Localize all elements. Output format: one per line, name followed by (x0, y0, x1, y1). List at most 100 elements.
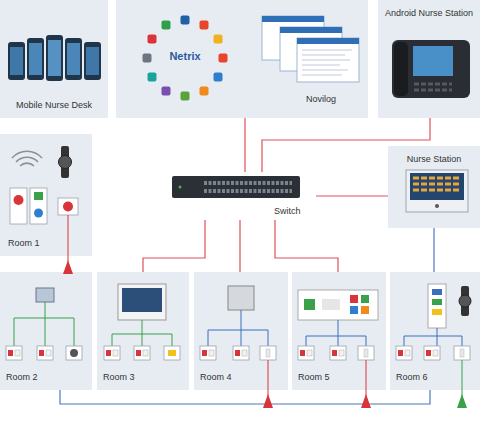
panel-box: Room 2 (0, 272, 92, 390)
call-unit (58, 198, 78, 215)
phone-screen (48, 40, 61, 76)
room4-devices (200, 286, 276, 408)
room-controller (36, 288, 54, 302)
panel-box: Room 5 (292, 272, 386, 390)
watch-face (59, 156, 72, 169)
call-unit (424, 346, 440, 360)
android-phone (392, 40, 470, 98)
terminal-button (435, 204, 439, 208)
station-key (432, 299, 442, 305)
room-wiring (306, 320, 366, 346)
watch-strap (61, 146, 69, 178)
call-unit (358, 346, 374, 360)
station-key (432, 309, 442, 315)
network-cable (60, 390, 430, 404)
call-unit (396, 346, 412, 360)
phone-body (84, 42, 101, 80)
node-title: Room 5 (298, 372, 358, 383)
network-cable (143, 220, 205, 272)
panel-speaker (322, 299, 340, 310)
call-unit (30, 188, 47, 224)
room6-devices (396, 284, 471, 408)
call-unit (233, 346, 249, 360)
call-button (168, 350, 176, 356)
panel-box: Room 3 (97, 272, 189, 390)
pear-pendant (457, 394, 467, 408)
module-icon (200, 21, 209, 30)
network-cable (433, 228, 434, 272)
panel-box: Android Nurse Station (378, 0, 480, 118)
module-icon (148, 73, 157, 82)
call-unit (6, 346, 22, 360)
screenshot-header (262, 16, 324, 22)
room-terminal-screen (122, 288, 162, 312)
software-screenshots (262, 16, 359, 82)
node-title: Room 3 (103, 372, 163, 383)
pendant-cord (462, 360, 463, 398)
screenshot (280, 27, 342, 71)
screenshot (297, 38, 359, 82)
network-cable (239, 220, 240, 272)
module-icon (143, 54, 152, 63)
module-icon (219, 54, 228, 63)
room-station (428, 284, 446, 328)
network-cable (244, 118, 245, 172)
panel-icon (304, 299, 315, 310)
station-key (432, 289, 442, 295)
node-title: Switch (274, 206, 314, 217)
panel-box: Room 6 (390, 272, 480, 390)
network-cable (316, 195, 388, 196)
node-title: Room 4 (200, 372, 260, 383)
wireless-symbol (12, 151, 42, 166)
call-unit (454, 346, 470, 360)
nurse-terminal (406, 170, 468, 212)
room-module (228, 286, 254, 310)
phone-body (46, 35, 63, 81)
pendant-cord (68, 215, 69, 262)
panel-box: Nurse Station (388, 146, 480, 228)
module-icon (214, 35, 223, 44)
module-icon (181, 16, 190, 25)
node-title: Android Nurse Station (378, 8, 480, 19)
pear-pendant (361, 394, 371, 408)
call-unit (260, 346, 276, 360)
panel-box: Room 1 (0, 134, 92, 256)
module-icon (200, 87, 209, 96)
module-icon (148, 35, 157, 44)
switch-led (179, 186, 182, 189)
call-unit (134, 346, 150, 360)
node-title: Room 6 (396, 372, 456, 383)
room-wiring (112, 320, 172, 346)
call-unit (66, 346, 82, 360)
phone-body (65, 38, 82, 80)
terminal-screen (410, 173, 464, 200)
call-button (14, 195, 24, 205)
watch-strap (461, 286, 469, 316)
room-wiring (404, 328, 462, 346)
screenshot-header (280, 27, 342, 33)
desk-phone-keys (414, 84, 452, 90)
node-title: Room 1 (8, 238, 78, 249)
pendant-cord (366, 360, 367, 398)
room1-devices (10, 146, 78, 274)
network-cable (275, 220, 338, 272)
screenshot (262, 16, 324, 60)
call-unit (37, 346, 53, 360)
room-wiring (14, 302, 74, 346)
phone-screen (86, 47, 99, 75)
panel-box: Room 4 (194, 272, 288, 390)
room-terminal (118, 284, 166, 320)
switch-body (172, 176, 300, 198)
room-panel (298, 290, 378, 320)
call-unit (298, 346, 314, 360)
call-unit (330, 346, 346, 360)
module-icon (162, 21, 171, 30)
panel-box: Mobile Nurse Desk (0, 0, 108, 118)
phone-screen (10, 47, 23, 75)
room3-devices (104, 284, 180, 360)
pendant-cord (268, 360, 269, 398)
network-cable (262, 118, 430, 172)
panel-box: Novilog (116, 0, 368, 118)
call-button (63, 202, 73, 212)
